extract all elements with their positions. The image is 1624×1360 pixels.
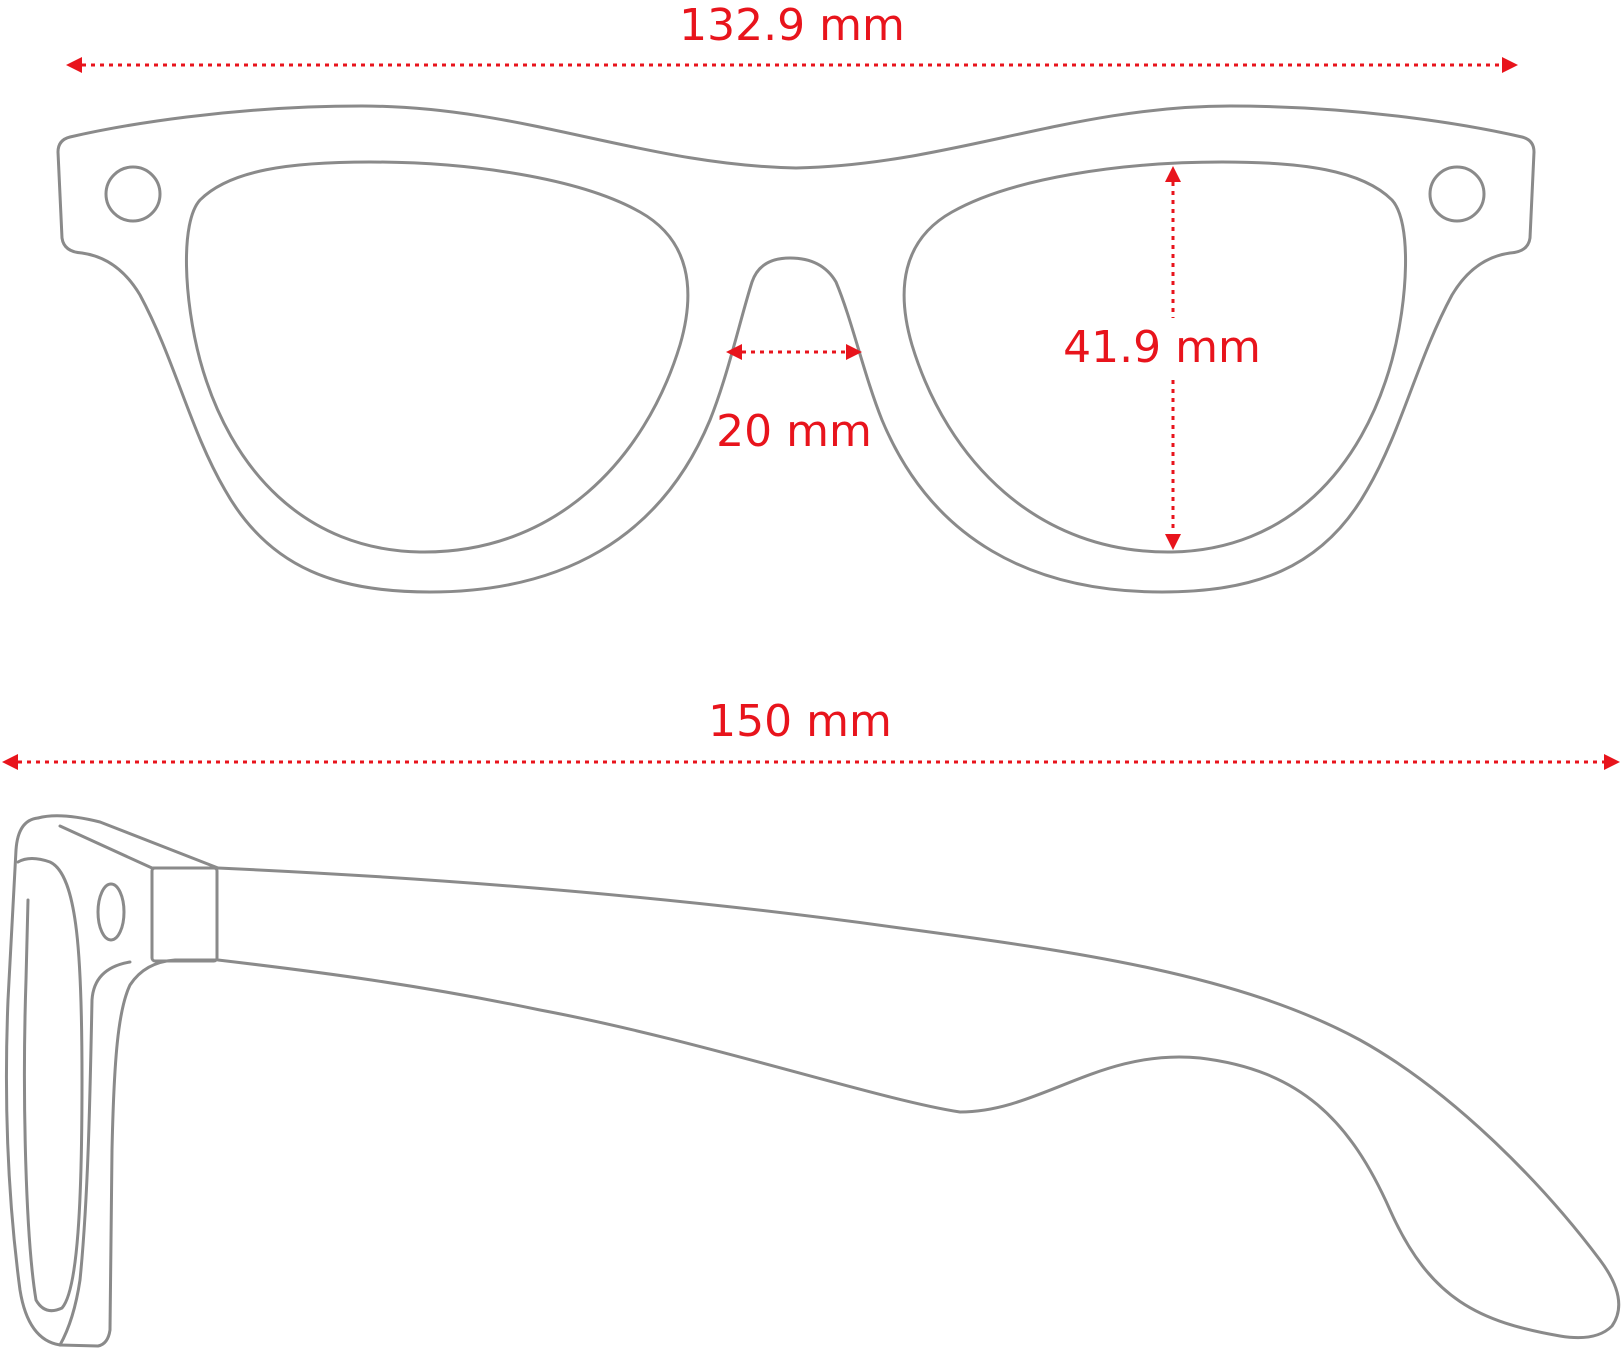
lens-height-arrow-bottom <box>1165 534 1181 550</box>
temple-arrow-left <box>2 754 18 770</box>
temple-length-label: 150 mm <box>708 696 892 747</box>
temple-arm-outline <box>216 866 1621 1340</box>
left-lens-outline <box>185 160 690 554</box>
right-lens-outline <box>902 160 1407 554</box>
temple-length-dimension: 150 mm <box>2 696 1620 770</box>
side-rim-edge <box>58 960 132 1347</box>
frame-width-dimension: 132.9 mm <box>66 0 1518 73</box>
lens-height-arrow-top <box>1165 166 1181 182</box>
frame-width-arrow-right <box>1502 57 1518 73</box>
side-view <box>5 814 1621 1348</box>
bridge-width-dimension: 20 mm <box>716 344 872 457</box>
side-hinge-block <box>150 866 219 963</box>
bridge-arrow-right <box>846 344 862 360</box>
side-hinge-oval <box>96 882 126 942</box>
lens-height-dimension: 41.9 mm <box>1058 166 1268 550</box>
lens-height-label: 41.9 mm <box>1063 322 1261 373</box>
temple-arrow-right <box>1604 754 1620 770</box>
bridge-arrow-left <box>726 344 742 360</box>
right-hinge-circle <box>1428 165 1486 223</box>
frame-width-arrow-left <box>66 57 82 73</box>
front-view <box>56 104 1536 594</box>
frame-width-label: 132.9 mm <box>679 0 905 51</box>
side-rim-outer <box>5 816 217 1348</box>
front-frame-outline <box>56 104 1536 594</box>
side-rim-inner <box>16 857 84 1313</box>
left-hinge-circle <box>104 165 162 223</box>
bridge-width-label: 20 mm <box>716 406 872 457</box>
side-top-bevel <box>36 814 220 870</box>
